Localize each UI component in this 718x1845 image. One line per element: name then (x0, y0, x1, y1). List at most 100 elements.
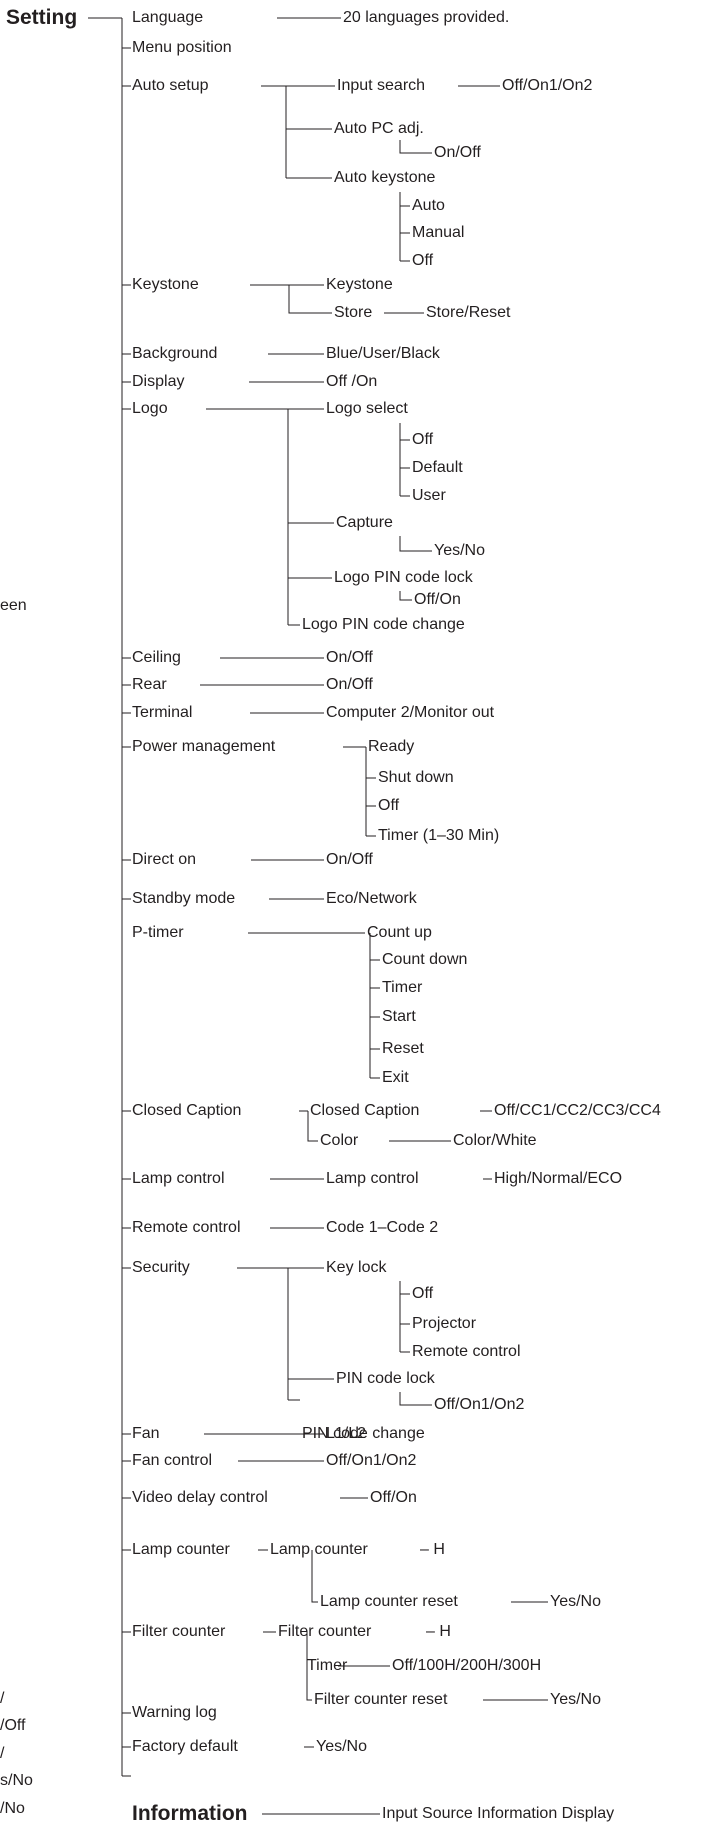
power-option: Ready (368, 738, 415, 755)
remote-control-value: Code 1–Code 2 (326, 1219, 439, 1236)
menu-item-ceiling: Ceiling (132, 649, 181, 666)
setting-heading: Setting (6, 6, 78, 29)
filter-counter-reset-item: Filter counter reset (314, 1691, 448, 1708)
menu-item-security: Security (132, 1259, 190, 1276)
pin-change-item: PIN code change (302, 1425, 425, 1442)
menu-item-video-delay: Video delay control (132, 1489, 268, 1506)
information-value: Input Source Information Display (382, 1805, 615, 1822)
menu-item-logo: Logo (132, 400, 168, 417)
left-fragment: een (0, 597, 27, 614)
terminal-value: Computer 2/Monitor out (326, 704, 495, 721)
background-value: Blue/User/Black (326, 345, 440, 362)
menu-item-keystone: Keystone (132, 276, 199, 293)
auto-pc-adj-value: On/Off (434, 144, 481, 161)
pin-lock-item: PIN code lock (336, 1370, 435, 1387)
factory-default-value: Yes/No (316, 1738, 367, 1755)
filter-timer-value: Off/100H/200H/300H (392, 1657, 542, 1674)
lamp-counter-value: – H (420, 1541, 445, 1558)
menu-item-background: Background (132, 345, 218, 362)
store-item: Store (334, 304, 373, 321)
fan-control-value: Off/On1/On2 (326, 1452, 417, 1469)
menu-item-terminal: Terminal (132, 704, 193, 721)
store-value: Store/Reset (426, 304, 511, 321)
auto-keystone-option: Off (412, 252, 434, 269)
left-fragment: s/No (0, 1772, 33, 1789)
auto-pc-adj-item: Auto PC adj. (334, 120, 424, 137)
menu-item-closed-caption: Closed Caption (132, 1102, 242, 1119)
menu-item-warning-log: Warning log (132, 1704, 217, 1721)
menu-item-filter-counter: Filter counter (132, 1623, 226, 1640)
lamp-counter-sub-item: Lamp counter (270, 1541, 368, 1558)
closed-caption-value: Off/CC1/CC2/CC3/CC4 (494, 1102, 661, 1119)
filter-timer-item: Timer (307, 1657, 348, 1674)
input-search-item: Input search (337, 77, 426, 94)
filter-counter-value: – H (426, 1623, 451, 1640)
information-heading: Information (132, 1802, 248, 1825)
menu-item-lamp-counter: Lamp counter (132, 1541, 230, 1558)
logo-pin-lock-item: Logo PIN code lock (334, 569, 473, 586)
left-fragment: / (0, 1745, 5, 1762)
power-option: Shut down (378, 769, 454, 786)
menu-item-fan: Fan (132, 1425, 160, 1442)
standby-mode-value: Eco/Network (326, 890, 417, 907)
left-fragment: /No (0, 1800, 25, 1817)
input-search-value: Off/On1/On2 (502, 77, 593, 94)
menu-item-p-timer: P-timer (132, 924, 184, 941)
power-option: Timer (1–30 Min) (378, 827, 500, 844)
lamp-counter-reset-value: Yes/No (550, 1593, 601, 1610)
p-timer-option: Count down (382, 951, 468, 968)
key-lock-option: Projector (412, 1315, 477, 1332)
logo-select-option: User (412, 487, 446, 504)
menu-item-rear: Rear (132, 676, 167, 693)
auto-keystone-option: Auto (412, 197, 445, 214)
video-delay-value: Off/On (370, 1489, 417, 1506)
closed-caption-sub-item: Closed Caption (310, 1102, 420, 1119)
menu-item-lamp-control: Lamp control (132, 1170, 225, 1187)
left-fragment: /Off (0, 1717, 26, 1734)
color-item: Color (320, 1132, 359, 1149)
logo-select-item: Logo select (326, 400, 408, 417)
capture-value: Yes/No (434, 542, 485, 559)
menu-item-direct-on: Direct on (132, 851, 197, 868)
p-timer-option: Exit (382, 1069, 409, 1086)
menu-item-power-management: Power management (132, 738, 276, 755)
capture-item: Capture (336, 514, 393, 531)
pin-lock-value: Off/On1/On2 (434, 1396, 525, 1413)
key-lock-option: Off (412, 1285, 434, 1302)
auto-keystone-item: Auto keystone (334, 169, 436, 186)
rear-value: On/Off (326, 676, 373, 693)
keystone-sub-item: Keystone (326, 276, 393, 293)
filter-counter-reset-value: Yes/No (550, 1691, 601, 1708)
menu-item-fan-control: Fan control (132, 1452, 213, 1469)
lamp-counter-reset-item: Lamp counter reset (320, 1593, 458, 1610)
p-timer-option: Reset (382, 1040, 424, 1057)
menu-item-auto-setup: Auto setup (132, 77, 209, 94)
power-option: Off (378, 797, 400, 814)
menu-item-remote-control: Remote control (132, 1219, 241, 1236)
lamp-control-sub-item: Lamp control (326, 1170, 419, 1187)
p-timer-option: Start (382, 1008, 416, 1025)
logo-select-option: Off (412, 431, 434, 448)
color-value: Color/White (453, 1132, 537, 1149)
auto-keystone-option: Manual (412, 224, 465, 241)
menu-item-display: Display (132, 373, 185, 390)
language-value: 20 languages provided. (343, 9, 510, 26)
menu-item-factory-default: Factory default (132, 1738, 238, 1755)
logo-pin-lock-value: Off/On (414, 591, 461, 608)
ceiling-value: On/Off (326, 649, 373, 666)
p-timer-option: Count up (367, 924, 432, 941)
menu-item-language: Language (132, 9, 204, 26)
direct-on-value: On/Off (326, 851, 373, 868)
key-lock-item: Key lock (326, 1259, 387, 1276)
menu-item-standby-mode: Standby mode (132, 890, 236, 907)
display-value: Off /On (326, 373, 378, 390)
logo-select-option: Default (412, 459, 463, 476)
filter-counter-sub-item: Filter counter (278, 1623, 372, 1640)
lamp-control-value: High/Normal/ECO (494, 1170, 623, 1187)
key-lock-option: Remote control (412, 1343, 521, 1360)
left-fragment: / (0, 1690, 5, 1707)
logo-pin-change-item: Logo PIN code change (302, 616, 465, 633)
menu-item-menu-position: Menu position (132, 39, 232, 56)
